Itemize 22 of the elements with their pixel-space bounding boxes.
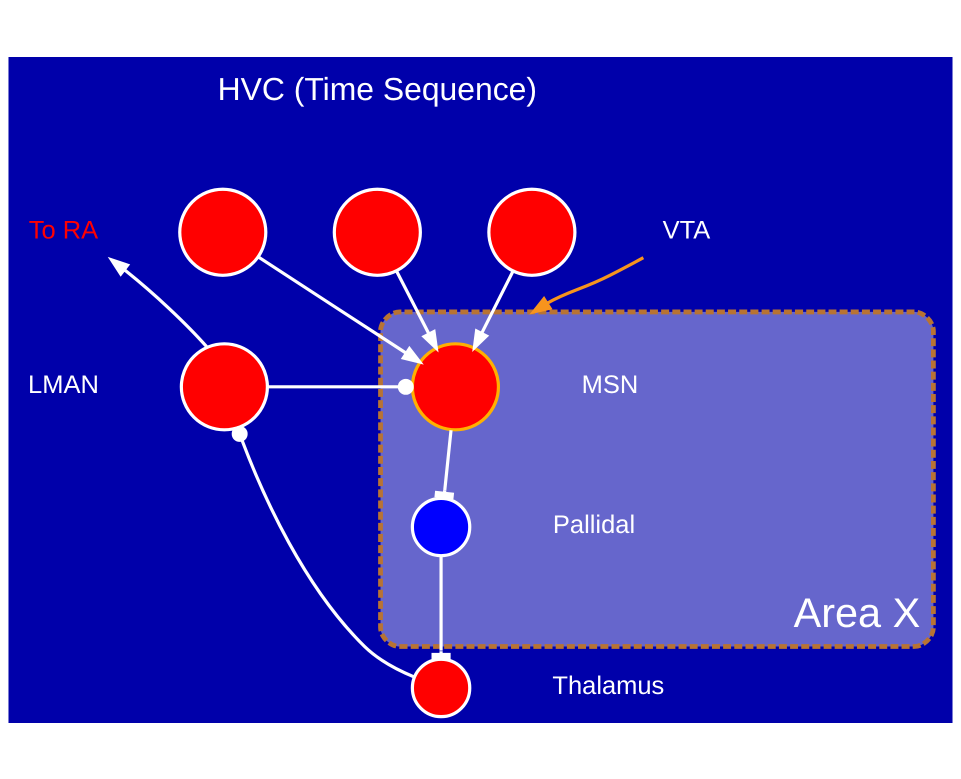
node-circle: [487, 187, 576, 276]
node-text: To RA: [28, 216, 98, 244]
arrow: [257, 255, 424, 364]
node-label: Thalamus: [552, 672, 664, 700]
node-label: Pallidal: [552, 510, 636, 539]
node-circle: [410, 657, 472, 718]
node-circle: [180, 342, 269, 431]
arrow: [472, 270, 514, 352]
node-text: VTA: [662, 216, 710, 244]
node-label: LMAN: [28, 370, 99, 398]
arrow: [108, 256, 208, 348]
connector: [434, 430, 454, 499]
node-label: MSN: [582, 370, 638, 398]
label: HVC (Time Sequence): [218, 70, 537, 107]
arrow: [395, 270, 439, 352]
connector: [268, 378, 414, 394]
node-circle: [332, 187, 422, 276]
node-circle: [410, 342, 500, 431]
arrow: [529, 256, 644, 314]
node-circle: [178, 187, 268, 276]
node-circle: [410, 496, 472, 557]
connector: [232, 425, 414, 678]
